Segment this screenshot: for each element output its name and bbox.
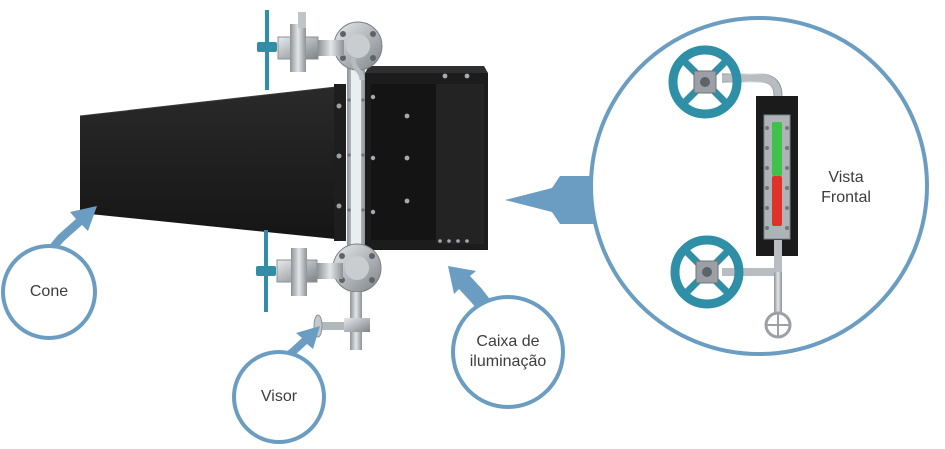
- sight-glass: [347, 60, 365, 258]
- visor-label: Visor: [260, 388, 298, 405]
- front-view: [668, 45, 798, 339]
- caixa-label-line2: iluminação: [469, 353, 547, 370]
- cone-flange: [334, 84, 346, 241]
- valve-wheel-icon: [256, 230, 343, 312]
- level-red: [772, 176, 782, 226]
- caixa-label-line1: Caixa de: [476, 333, 540, 350]
- valve-wheel-icon: [668, 45, 742, 119]
- visor-bubble: [232, 350, 326, 444]
- caixa-label: Caixa de iluminação: [458, 332, 558, 372]
- flange-icon: [332, 243, 382, 293]
- drain-valve: [313, 292, 370, 350]
- cone-body: [80, 86, 345, 240]
- front-view-label-line1: Vista: [828, 169, 864, 186]
- flange-icon: [333, 21, 383, 81]
- valve-wheel-icon: [257, 10, 344, 90]
- front-view-label: Vista Frontal: [808, 168, 884, 208]
- valve-wheel-icon: [670, 235, 744, 309]
- main-assembly: [79, 10, 488, 350]
- lighting-box: [365, 66, 488, 250]
- caixa-bubble: [451, 295, 565, 409]
- cone-label: Cone: [29, 283, 69, 300]
- level-green: [772, 122, 782, 176]
- front-view-label-line2: Frontal: [821, 189, 871, 206]
- cone-bubble: [1, 244, 97, 340]
